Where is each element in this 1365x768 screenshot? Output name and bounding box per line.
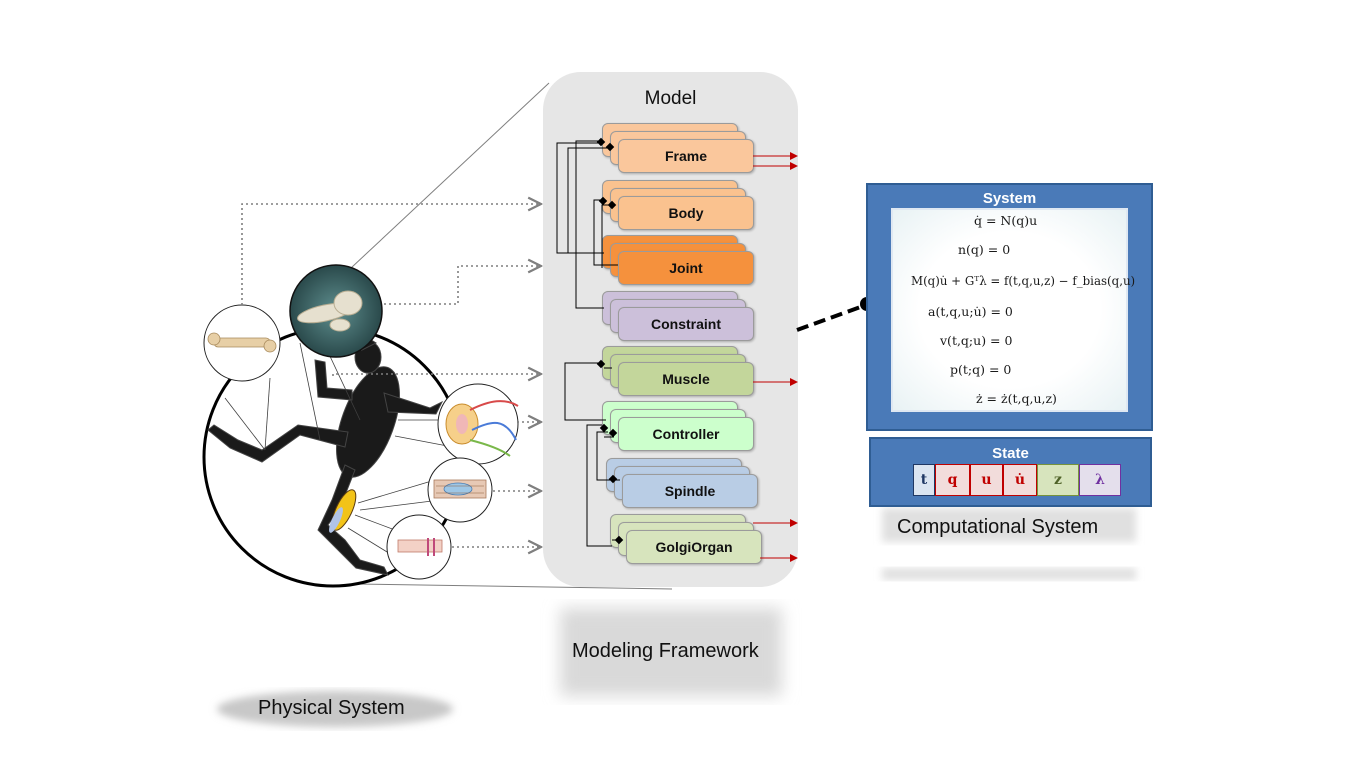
physical-system-caption: Physical System xyxy=(258,697,405,719)
component-card-golgiorgan: GolgiOrgan xyxy=(626,530,762,564)
zoom-line-top xyxy=(335,82,550,283)
spindle-drawing xyxy=(433,479,487,499)
system-title: System xyxy=(982,190,1037,207)
component-card-spindle: Spindle xyxy=(622,474,758,508)
state-cell-2: u xyxy=(970,464,1003,496)
frog-silhouette-icon xyxy=(207,337,444,576)
femur-bone-icon xyxy=(207,332,277,353)
computational-caption-shadow-2 xyxy=(882,568,1136,580)
model-tree-lines xyxy=(556,140,620,547)
equation-holonomic: n(q) = 0 xyxy=(958,242,1011,257)
golgi-drawing xyxy=(397,538,443,556)
component-card-constraint: Constraint xyxy=(618,307,754,341)
state-cell-3: u̇ xyxy=(1003,464,1037,496)
state-cell-1: q xyxy=(935,464,970,496)
dashed-connector xyxy=(796,303,867,332)
component-card-muscle: Muscle xyxy=(618,362,754,396)
equation-velocity: v(t,q;u) = 0 xyxy=(940,333,1013,348)
state-cell-5: λ xyxy=(1079,464,1121,496)
component-card-controller: Controller xyxy=(618,417,754,451)
equation-kinematics: q̇ = N(q)u xyxy=(974,213,1038,228)
physical-caption-shadow xyxy=(217,691,453,727)
equation-dynamics: M(q)u̇ + Gᵀλ = f(t,q,u,z) − f_bias(q,u) xyxy=(911,274,1136,288)
output-arrows xyxy=(753,152,798,562)
equation-auxiliary: ż = ż(t,q,u,z) xyxy=(976,391,1057,406)
framework-caption-shadow xyxy=(560,608,782,696)
state-cell-4: z xyxy=(1037,464,1079,496)
component-card-body: Body xyxy=(618,196,754,230)
component-card-joint: Joint xyxy=(618,251,754,285)
equation-position: p(t;q) = 0 xyxy=(950,362,1012,377)
computational-system-caption: Computational System xyxy=(897,516,1099,538)
equation-acceleration: a(t,q,u;u̇) = 0 xyxy=(928,304,1013,319)
component-card-frame: Frame xyxy=(618,139,754,173)
joint-bones xyxy=(297,290,363,332)
leg-muscle-icon xyxy=(329,489,357,533)
computational-caption-shadow xyxy=(882,508,1136,542)
state-title: State xyxy=(992,445,1029,462)
tree-joint-markers xyxy=(596,137,624,545)
spinal-cord-drawing xyxy=(445,400,519,457)
model-title: Model xyxy=(644,88,697,109)
state-cell-0: t xyxy=(913,464,935,496)
modeling-framework-caption: Modeling Framework xyxy=(572,640,759,662)
zoom-line-bottom xyxy=(354,583,673,590)
equation-panel xyxy=(891,208,1128,412)
mapping-arrows xyxy=(241,204,541,547)
